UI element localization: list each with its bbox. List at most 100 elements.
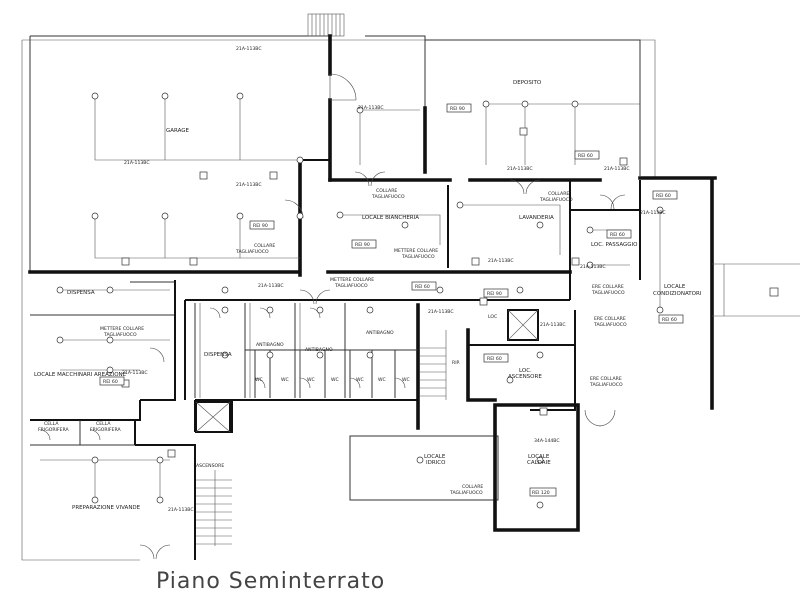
fixture-code: 21A-113BC [640, 210, 666, 216]
room-locale-macchinari: LOCALE MACCHINARI AREAZIONE [34, 372, 127, 378]
collare-note: COLLARE [548, 191, 569, 197]
room-loc-ascensore: LOC. [519, 368, 532, 374]
collare-note: TAGLIAFUOCO [449, 490, 483, 496]
mettere-note: METTERE COLLARE [394, 248, 438, 254]
bottom-stair [196, 470, 232, 546]
room-loc-passaggio: LOC. PASSAGGIO [591, 242, 638, 248]
collare-note: ERE COLLARE [594, 316, 626, 322]
room-cella-2: CELLA [96, 421, 111, 427]
room-wc-5: WC [356, 377, 364, 383]
rei-tag: REI 60 [578, 153, 593, 159]
mettere-note: METTERE COLLARE [100, 326, 144, 332]
fixture-markers [56, 92, 664, 509]
collare-note: TAGLIAFUOCO [593, 322, 627, 328]
collare-note: COLLARE [254, 243, 275, 249]
room-cella-1b: FRIGORIFERA [38, 427, 69, 433]
mettere-note: TAGLIAFUOCO [334, 283, 368, 289]
top-stair [307, 13, 345, 37]
rei-tag: REI 90 [487, 291, 502, 297]
rei-tag: REI 90 [450, 106, 465, 112]
room-wc-3: WC [307, 377, 315, 383]
rei-tag: REI 60 [415, 284, 430, 290]
wiring [40, 96, 661, 500]
fixture-code: 21A-113BC [236, 46, 262, 52]
room-ascensore: ASCENSORE [196, 463, 224, 469]
fixture-code: 21A-113BC [124, 160, 150, 166]
rei-tag: REI 90 [253, 223, 268, 229]
room-deposito: DEPOSITO [513, 80, 542, 86]
room-loc: LOC [488, 314, 497, 320]
fixture-code: 21A-113BC [488, 258, 514, 264]
room-locale-caldaie-2: CALDAIE [527, 460, 551, 466]
room-loc-ascensore-2: ASCENSORE [508, 374, 542, 380]
fixture-code: 21A-113BC [236, 182, 262, 188]
room-wc-2: WC [281, 377, 289, 383]
garage-outline [29, 35, 641, 272]
mettere-note: TAGLIAFUOCO [401, 254, 435, 260]
wall-corridor-s [184, 299, 570, 400]
fixture-code: 21A-113BC [258, 283, 284, 289]
room-locale-condizionatori: LOCALE [664, 284, 686, 290]
collare-note: TAGLIAFUOCO [591, 290, 625, 296]
fixture-code: 21A-113BC [604, 166, 630, 172]
rei-tags [99, 103, 684, 497]
small-devices [121, 127, 628, 458]
fixture-code: 21A-113BC [358, 105, 384, 111]
outer-outline-left [21, 40, 140, 561]
annex-box [769, 287, 779, 297]
fixture-code: 21A-113BC [122, 370, 148, 376]
room-wc-4: WC [331, 377, 339, 383]
wall-stairs [416, 303, 497, 430]
wall-dispensa-top [30, 281, 175, 316]
central-stair [420, 330, 447, 400]
room-preparazione: PREPARAZIONE VIVANDE [72, 505, 141, 511]
room-garage: GARAGE [166, 128, 190, 134]
collare-note: TAGLIAFUOCO [235, 249, 269, 255]
wall-passaggio [570, 180, 641, 280]
room-locale-idrico-2: IDRICO [426, 460, 446, 466]
room-locale-idrico: LOCALE [424, 454, 446, 460]
mettere-note: TAGLIAFUOCO [103, 332, 137, 338]
collare-note: TAGLIAFUOCO [589, 382, 623, 388]
wall-preparazione [134, 400, 233, 560]
fixture-code: 21A-113BC [540, 322, 566, 328]
annex-outline [712, 263, 800, 317]
mettere-note: METTERE COLLARE [330, 277, 374, 283]
room-antibagno-3: ANTIBAGNO [366, 330, 394, 336]
room-cella-1: CELLA [44, 421, 59, 427]
fixture-code: 21A-113BC [168, 507, 194, 513]
room-antibagno-2: ANTIBAGNO [305, 347, 333, 353]
outer-outline-top [22, 39, 656, 178]
fixture-code: 21A-113BC [507, 166, 533, 172]
room-locale-biancheria: LOCALE BIANCHERIA [362, 215, 419, 221]
collare-note: ERE COLLARE [590, 376, 622, 382]
room-lavanderia: LAVANDERIA [519, 215, 554, 221]
fixture-code: 21A-113BC [428, 309, 454, 315]
room-wc-1: WC [255, 377, 263, 383]
collare-note: COLLARE [462, 484, 483, 490]
fixture-code: 21A-113BC [580, 264, 606, 270]
room-rip: RIP. [452, 360, 460, 366]
room-antibagno-1: ANTIBAGNO [256, 342, 284, 348]
room-dispensa-top: DISPENSA [67, 290, 95, 296]
rei-tag: REI 60 [656, 193, 671, 199]
collare-note: ERE COLLARE [592, 284, 624, 290]
rei-tag: REI 60 [662, 317, 677, 323]
room-dispensa: DISPENSA [204, 352, 232, 358]
rei-tag: REI 60 [487, 356, 502, 362]
door-swings [39, 73, 626, 560]
locale-idrico-outline [349, 435, 499, 501]
rei-tag: REI 120 [532, 490, 550, 496]
wall-macchinari [30, 280, 176, 421]
elevator-shaft-1 [195, 401, 231, 433]
rei-tag: REI 90 [355, 242, 370, 248]
rei-tag: REI 60 [103, 379, 118, 385]
collare-note: TAGLIAFUOCO [371, 194, 405, 200]
room-locale-condizionatori-2: CONDIZIONATORI [653, 291, 702, 297]
rei-tag: REI 60 [610, 232, 625, 238]
room-wc-7: WC [402, 377, 410, 383]
room-wc-6: WC [378, 377, 386, 383]
wall-condizionatori [638, 176, 717, 410]
elevator-shaft-2 [507, 309, 539, 341]
room-cella-2b: FRIGORIFERA [90, 427, 121, 433]
